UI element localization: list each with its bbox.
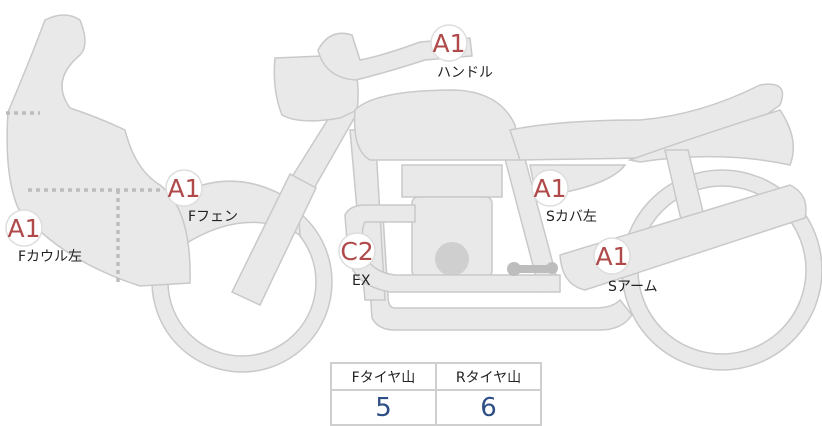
svg-text:A1: A1: [533, 174, 566, 203]
front-fork: [230, 172, 317, 306]
part-label-front-fender: Fフェン: [188, 209, 238, 225]
cowl-dotted-lines: [6, 111, 162, 285]
grade-badge-seat-cover-left[interactable]: A1: [531, 169, 569, 207]
grade-badge-front-cowl-left[interactable]: A1: [5, 209, 43, 247]
fuel-tank: [353, 89, 521, 161]
svg-text:A1: A1: [7, 214, 40, 243]
svg-text:A1: A1: [432, 29, 465, 58]
rear-tire-value: 6: [435, 389, 542, 426]
svg-text:A1: A1: [167, 174, 200, 203]
front-cowl-shape: [6, 14, 191, 287]
rear-tire-header: Rタイヤ山: [435, 362, 542, 391]
svg-text:A1: A1: [595, 242, 628, 271]
part-label-front-cowl-left: Fカウル左: [18, 249, 82, 265]
part-label-swing-arm: Sアーム: [608, 279, 658, 295]
grade-badge-exhaust[interactable]: C2: [338, 232, 376, 270]
grade-badge-front-fender[interactable]: A1: [165, 169, 203, 207]
tire-tread-table: Fタイヤ山 Rタイヤ山 5 6: [330, 362, 542, 426]
frame-lower: [364, 214, 633, 331]
front-tire-value: 5: [330, 389, 437, 426]
engine: [401, 164, 503, 278]
part-label-seat-cover-left: Sカバ左: [546, 209, 597, 225]
foot-peg: [507, 262, 558, 276]
grade-badge-handle[interactable]: A1: [430, 24, 468, 62]
part-label-exhaust: EX: [352, 273, 371, 289]
front-tire-header: Fタイヤ山: [330, 362, 437, 391]
part-label-handle: ハンドル: [437, 65, 493, 81]
svg-text:C2: C2: [340, 237, 373, 266]
grade-badge-swing-arm[interactable]: A1: [593, 237, 631, 275]
